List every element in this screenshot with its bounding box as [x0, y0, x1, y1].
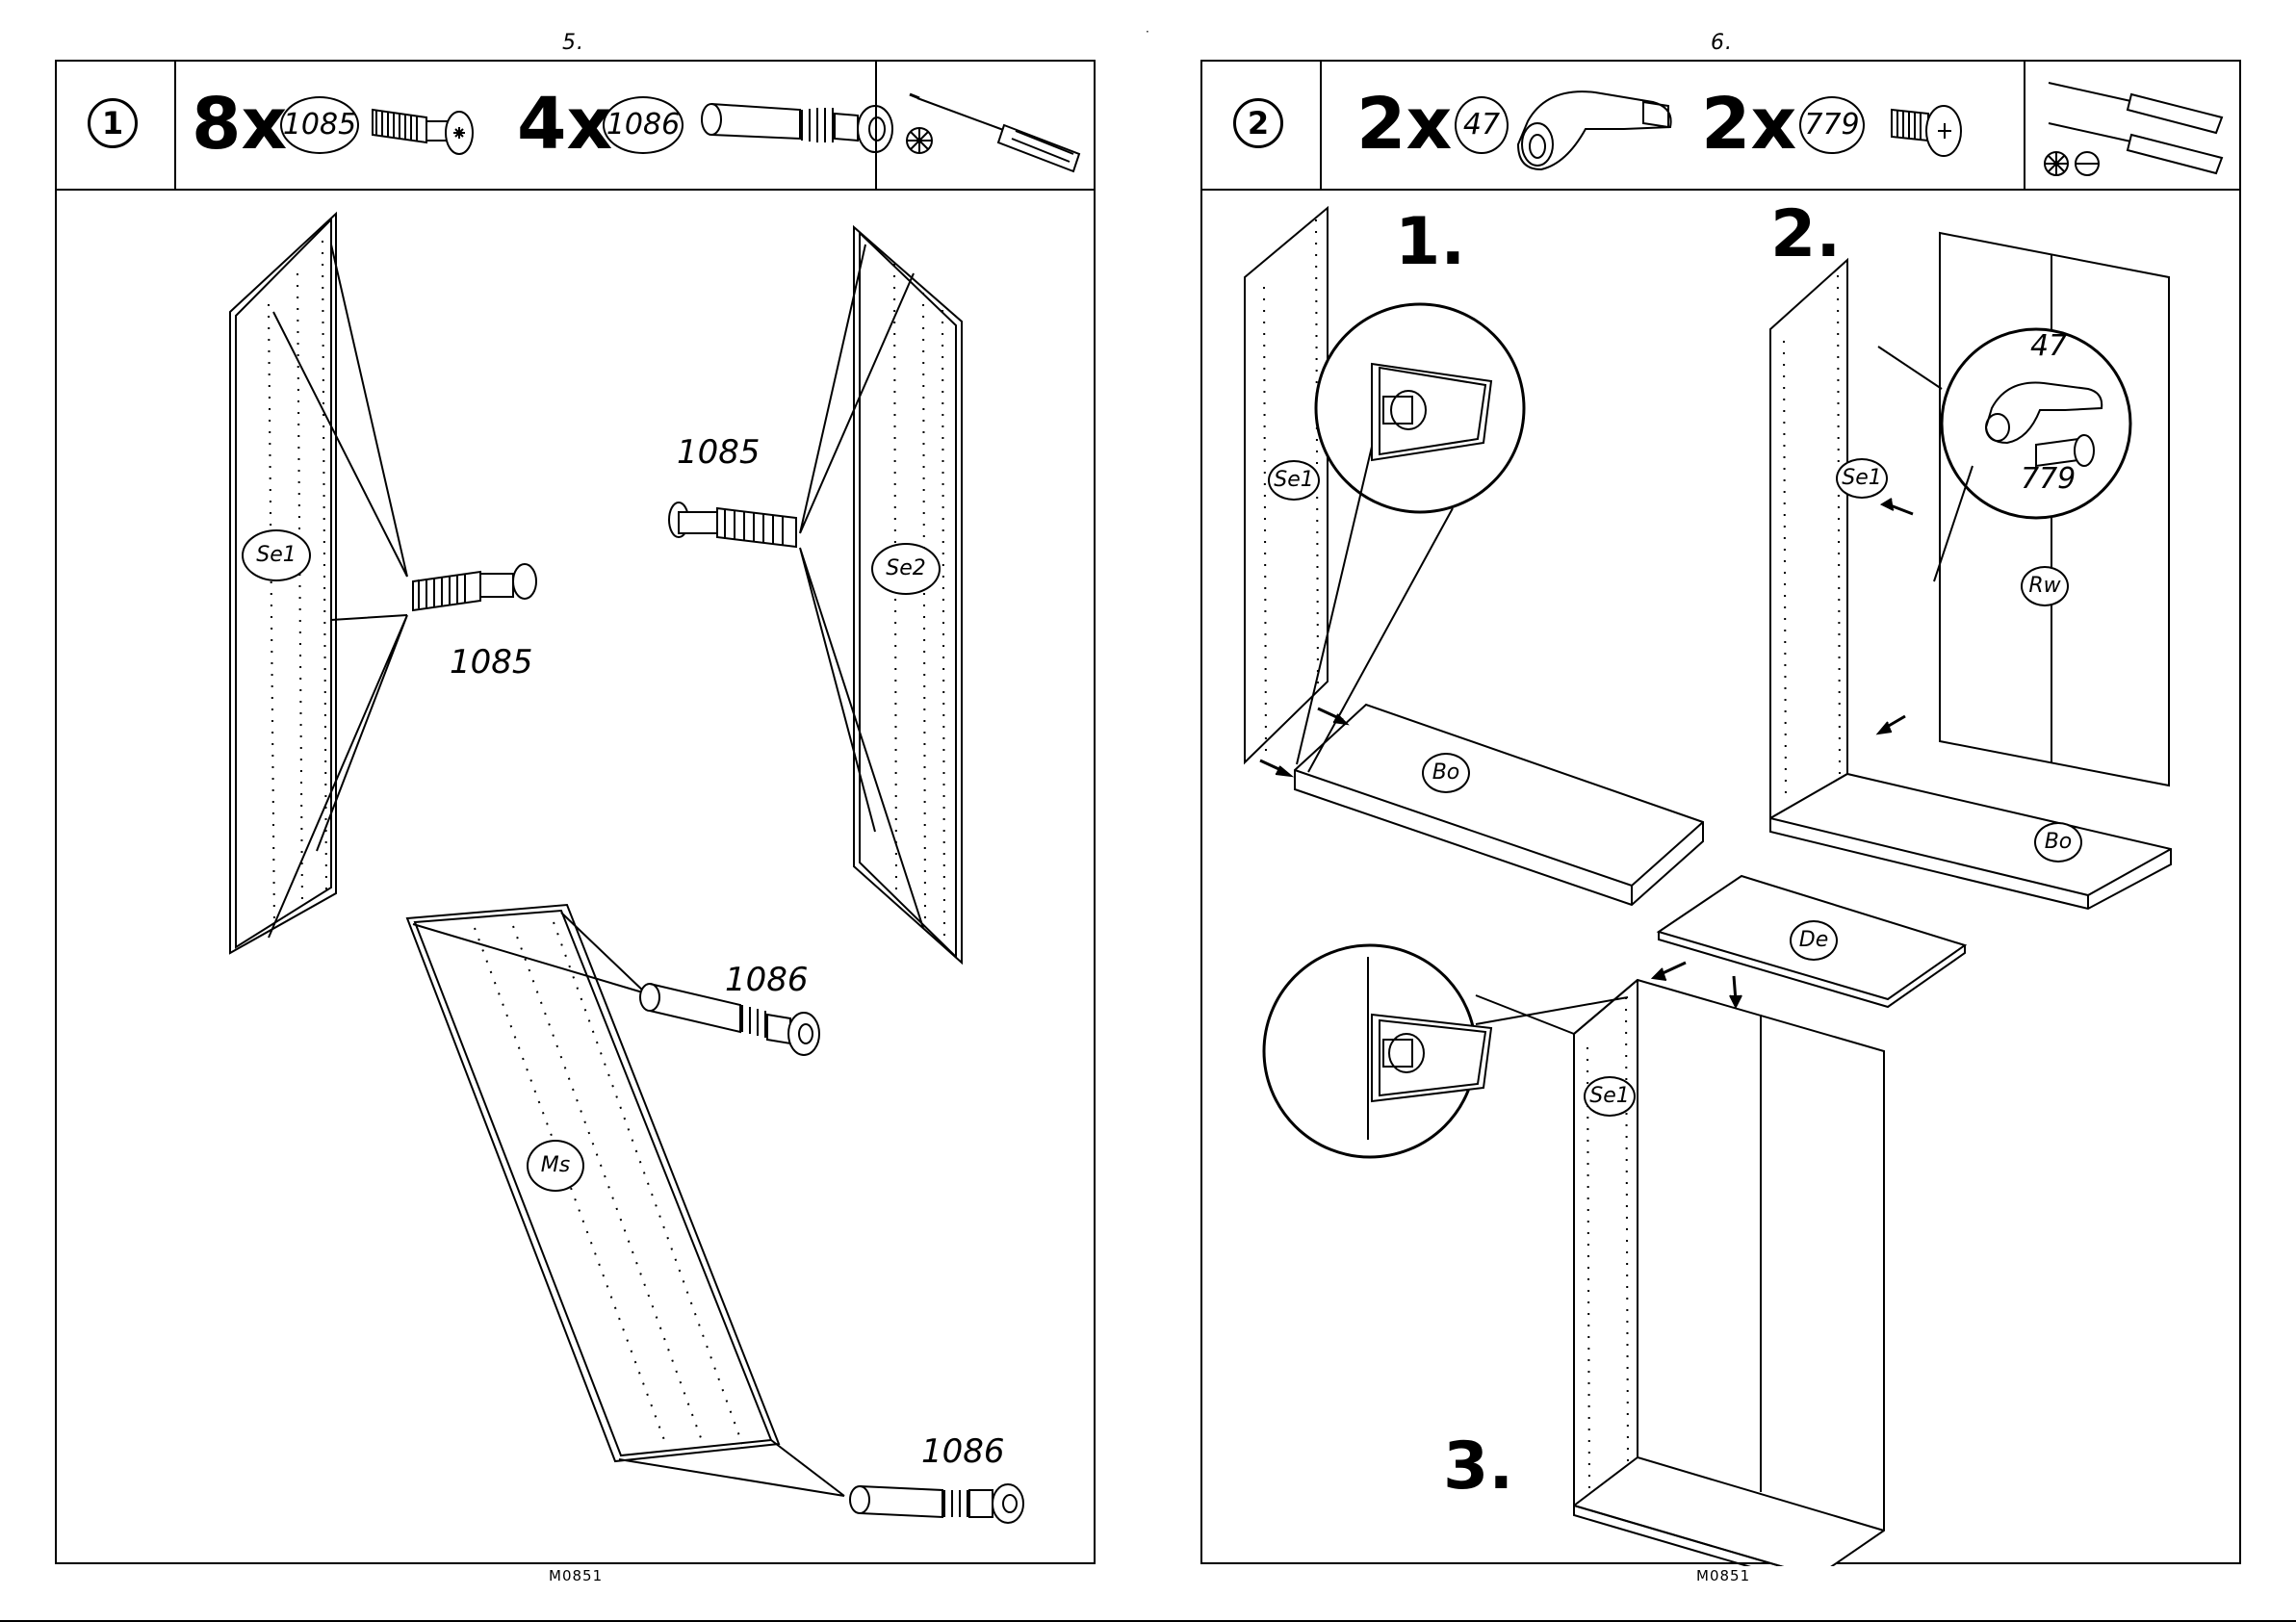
callout-779: 779 — [2021, 462, 2076, 496]
callout-1086-lower: 1086 — [921, 1432, 1005, 1471]
substep-2-label: 2. — [1770, 196, 1841, 272]
left-page-frame: 1 8x 1085 4x 1086 — [55, 60, 1096, 1564]
callout-47: 47 — [2030, 329, 2067, 363]
panel-label-bo-step1: Bo — [1422, 753, 1470, 793]
right-page-frame: 2 2x 47 2x 779 — [1200, 60, 2241, 1564]
callout-1086-upper: 1086 — [725, 961, 809, 999]
right-footer-code: M0851 — [1696, 1567, 1750, 1584]
callout-1085-left: 1085 — [450, 643, 533, 682]
left-footer-code: M0851 — [549, 1567, 603, 1584]
panel-label-se2: Se2 — [871, 543, 941, 595]
right-assembly-drawing — [1202, 62, 2243, 1566]
callout-1085-right: 1085 — [677, 433, 761, 472]
panel-label-se1-step2: Se1 — [1836, 458, 1888, 499]
substep-3-label: 3. — [1443, 1429, 1513, 1505]
panel-label-rw: Rw — [2021, 566, 2069, 606]
left-assembly-drawing — [57, 62, 1097, 1566]
panel-label-se1-step1: Se1 — [1268, 460, 1320, 501]
center-tick-mark: · — [1146, 25, 1149, 39]
left-page-number: 5. — [562, 31, 584, 55]
panel-label-se1-step3: Se1 — [1584, 1076, 1636, 1117]
right-page-number: 6. — [1711, 31, 1733, 55]
panel-label-de: De — [1790, 920, 1838, 961]
panel-label-bo-step2: Bo — [2034, 822, 2082, 862]
substep-1-label: 1. — [1395, 204, 1465, 280]
panel-label-se1: Se1 — [242, 529, 311, 581]
panel-label-ms: Ms — [527, 1140, 584, 1192]
